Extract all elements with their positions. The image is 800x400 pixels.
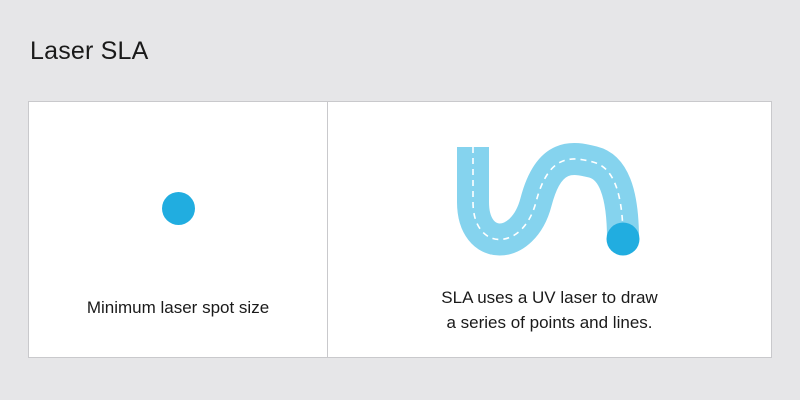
caption-line-1: SLA uses a UV laser to draw xyxy=(441,288,658,307)
laser-path-drawing xyxy=(457,143,640,256)
diagram-panels: Minimum laser spot size SLA uses a UV la… xyxy=(28,101,772,358)
caption-line-2: a series of points and lines. xyxy=(446,313,653,332)
laser-path-stroke xyxy=(457,143,639,256)
caption-laser-path: SLA uses a UV laser to draw a series of … xyxy=(328,285,771,335)
panel-laser-path: SLA uses a UV laser to draw a series of … xyxy=(328,102,771,357)
page-title: Laser SLA xyxy=(30,37,149,65)
panel-spot-size: Minimum laser spot size xyxy=(29,102,328,357)
laser-end-spot xyxy=(606,222,640,256)
laser-spot xyxy=(162,192,195,225)
caption-spot-size: Minimum laser spot size xyxy=(86,298,270,317)
